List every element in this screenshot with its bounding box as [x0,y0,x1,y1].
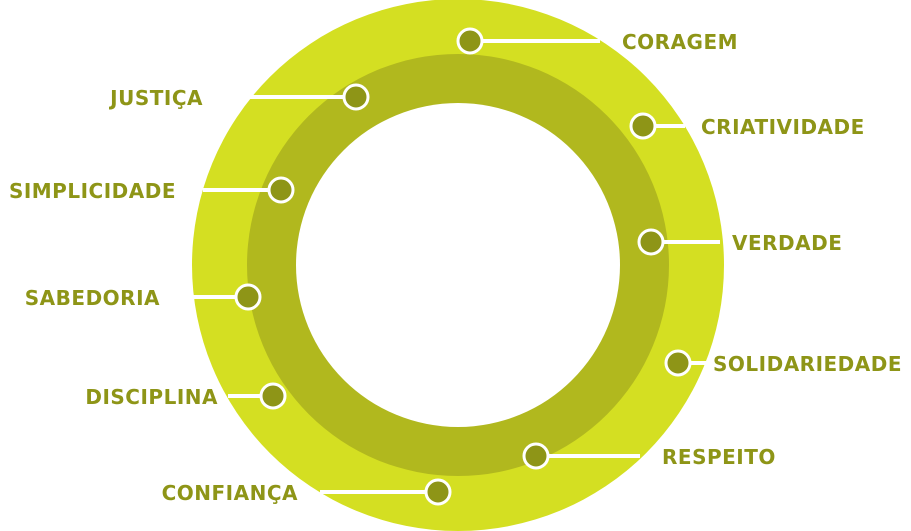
value-label: VERDADE [732,231,842,255]
value-coragem: CORAGEM [456,27,738,55]
value-label: CORAGEM [622,30,738,54]
value-dot [522,442,550,470]
value-confianca: CONFIANÇA [162,478,452,506]
value-dot [637,228,665,256]
value-dot [267,176,295,204]
value-dot [234,283,262,311]
value-dot [456,27,484,55]
value-sabedoria: SABEDORIA [25,283,262,311]
ring-center [296,103,620,427]
value-label: CRIATIVIDADE [701,115,865,139]
value-dot [629,112,657,140]
value-dot [664,349,692,377]
value-label: RESPEITO [662,445,776,469]
value-criatividade: CRIATIVIDADE [629,112,865,140]
value-label: CONFIANÇA [162,481,298,505]
value-respeito: RESPEITO [522,442,776,470]
value-label: SOLIDARIEDADE [713,352,902,376]
value-solidariedade: SOLIDARIEDADE [664,349,902,377]
value-label: JUSTIÇA [108,86,203,110]
value-dot [342,83,370,111]
value-justica: JUSTIÇA [108,83,370,111]
value-label: SABEDORIA [25,286,160,310]
value-dot [259,382,287,410]
value-label: SIMPLICIDADE [9,179,176,203]
value-disciplina: DISCIPLINA [85,382,287,410]
value-label: DISCIPLINA [85,385,218,409]
value-simplicidade: SIMPLICIDADE [9,176,295,204]
value-dot [424,478,452,506]
value-verdade: VERDADE [637,228,842,256]
